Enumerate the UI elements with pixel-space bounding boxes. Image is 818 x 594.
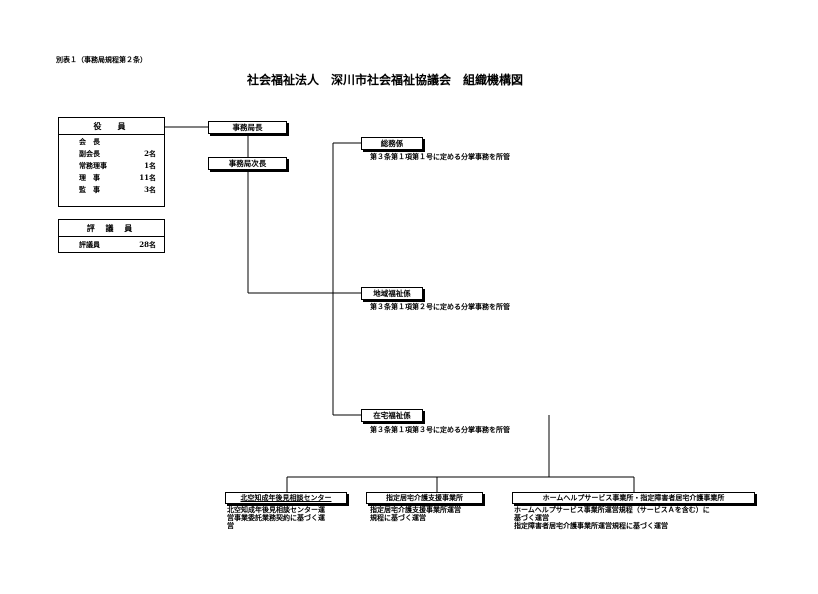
unit-desc: 北空知成年後見相談センター運 営事業委託業務契約に基づく運 営 (227, 506, 325, 530)
unit-desc-line: 指定障害者居宅介護事業所運営規程に基づく運営 (514, 521, 668, 530)
appendix-note: 別表１（事務局規程第２条） (56, 55, 147, 64)
unit-guardianship-center: 北空知成年後見相談センター (225, 492, 347, 504)
chief-box: 事務局長 (208, 121, 287, 134)
officer-label: 理 事 (79, 173, 100, 182)
officer-count: 1名 (144, 161, 156, 170)
unit-desc-line: 営事業委託業務契約に基づく運 (227, 513, 325, 522)
unit-desc-line: 規程に基づく運営 (370, 513, 426, 522)
section-desc: 第３条第１項第２号に定める分掌事務を所管 (370, 302, 510, 311)
officers-table: 役 員 会 長 副会長 2名 常務理事 1名 理 事 11名 監 事 3名 (58, 117, 165, 207)
officer-row: 副会長 2名 (59, 148, 164, 160)
officer-count: 11名 (139, 173, 156, 182)
section-desc: 第３条第１項第１号に定める分掌事務を所管 (370, 152, 510, 161)
officer-row: 常務理事 1名 (59, 160, 164, 172)
councillor-row: 評議員 28名 (59, 239, 164, 251)
officer-row: 監 事 3名 (59, 184, 164, 196)
unit-desc-line: 基づく運営 (514, 513, 549, 522)
officer-label: 常務理事 (79, 161, 107, 170)
officer-count: 3名 (144, 185, 156, 194)
section-general-affairs: 総務係 (361, 137, 423, 150)
officer-label: 監 事 (79, 185, 100, 194)
councillor-count: 28名 (139, 240, 156, 249)
unit-desc-line: 北空知成年後見相談センター運 (227, 505, 325, 514)
officer-label: 会 長 (79, 137, 100, 146)
unit-desc: ホームヘルプサービス事業所運営規程（サービスＡを含む）に 基づく運営 指定障害者… (514, 506, 710, 530)
officer-count: 2名 (144, 149, 156, 158)
councillors-table: 評 議 員 評議員 28名 (58, 219, 165, 253)
page-title: 社会福祉法人 深川市社会福祉協議会 組織機構図 (247, 73, 524, 87)
section-community-welfare: 地域福祉係 (361, 287, 423, 300)
officer-row: 会 長 (59, 136, 164, 148)
deputy-box: 事務局次長 (208, 157, 287, 170)
section-home-welfare: 在宅福祉係 (361, 409, 423, 422)
unit-care-support-office: 指定居宅介護支援事業所 (366, 492, 483, 504)
councillors-heading: 評 議 員 (59, 220, 164, 237)
unit-desc-line: 指定居宅介護支援事業所運営 (370, 505, 461, 514)
unit-desc: 指定居宅介護支援事業所運営 規程に基づく運営 (370, 506, 461, 522)
councillor-label: 評議員 (79, 240, 100, 249)
officers-heading: 役 員 (59, 118, 164, 135)
officer-label: 副会長 (79, 149, 100, 158)
officer-row: 理 事 11名 (59, 172, 164, 184)
section-desc: 第３条第１項第３号に定める分掌事務を所管 (370, 425, 510, 434)
unit-desc-line: ホームヘルプサービス事業所運営規程（サービスＡを含む）に (514, 505, 710, 514)
unit-home-help-office: ホームヘルプサービス事業所・指定障害者居宅介護事業所 (512, 492, 755, 504)
unit-desc-line: 営 (227, 521, 234, 530)
